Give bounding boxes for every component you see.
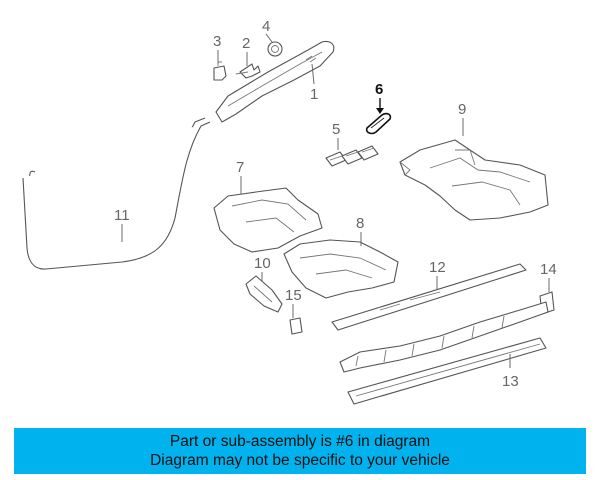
callout-15: 15 (285, 287, 302, 304)
callout-4: 4 (262, 18, 270, 35)
callout-7: 7 (236, 159, 244, 176)
part-11-weatherstrip (22, 117, 211, 270)
part-10-bracket (245, 275, 283, 313)
callout-3: 3 (213, 33, 221, 50)
part-7-front-carpet (213, 187, 323, 253)
part-8-front-carpet (283, 239, 399, 299)
callout-5: 5 (332, 121, 340, 138)
part-4-grommet (267, 41, 283, 57)
callout-9: 9 (458, 101, 466, 118)
leader-lines (121, 33, 550, 368)
part-3-clip (213, 61, 227, 81)
part-6-bracket (365, 112, 392, 135)
callout-11: 11 (114, 207, 130, 224)
part-12-sill-plate (331, 263, 527, 331)
part-13-running-board (347, 337, 547, 405)
callout-13: 13 (502, 373, 519, 390)
part-15-clip (289, 317, 303, 335)
part-5-brackets (325, 145, 379, 167)
callout-8: 8 (356, 215, 364, 232)
running-board-brackets (339, 301, 549, 373)
parts-diagram: 1 2 3 4 5 6 7 8 9 10 11 12 13 14 15 (22, 18, 557, 405)
callout-1: 1 (310, 86, 318, 103)
part-1-pillar-trim (215, 40, 335, 123)
callout-6: 6 (375, 81, 383, 98)
banner-line-1: Part or sub-assembly is #6 in diagram (169, 433, 431, 450)
callout-2: 2 (242, 35, 250, 52)
banner-line-2: Diagram may not be specific to your vehi… (150, 452, 450, 469)
part-9-rear-carpet (399, 139, 549, 221)
callout-12: 12 (429, 259, 446, 276)
callout-10: 10 (254, 255, 271, 272)
part-2-wire-clip (235, 63, 261, 79)
callout-labels: 1 2 3 4 5 6 7 8 9 10 11 12 13 14 15 (114, 18, 557, 390)
info-banner: Part or sub-assembly is #6 in diagram Di… (14, 428, 586, 474)
callout-14: 14 (540, 261, 557, 278)
